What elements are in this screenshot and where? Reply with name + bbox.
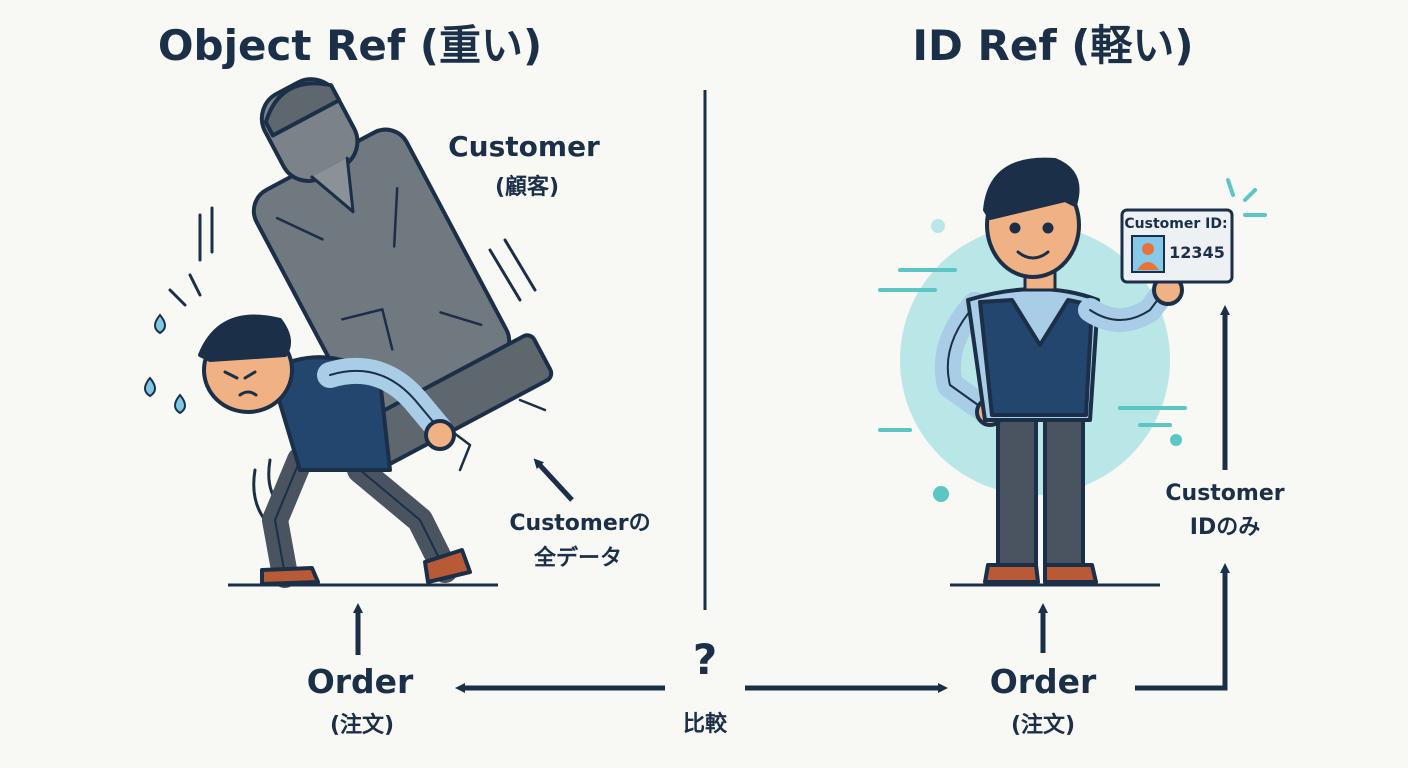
all-data-label-line2: 全データ <box>533 546 623 571</box>
customer-label: Customer <box>448 130 600 163</box>
compare-label: 比較 <box>682 712 728 737</box>
struggling-man <box>198 314 472 588</box>
person-icon <box>1142 243 1154 255</box>
right-order-label: Order <box>989 662 1097 701</box>
order-to-id-arrow <box>1135 563 1230 691</box>
dot <box>931 219 945 233</box>
light-man <box>934 157 1184 584</box>
id-only-label-line1: Customer <box>1165 481 1285 506</box>
left-order-label: Order <box>306 662 414 701</box>
card-value: 12345 <box>1169 243 1225 262</box>
customer-id-card <box>1120 208 1234 284</box>
heavy-statue-illustration <box>251 77 554 472</box>
left-order-sub-label: (注文) <box>329 713 395 738</box>
right-order-sub-label: (注文) <box>1010 713 1076 738</box>
arrow-to-all-data <box>533 458 574 502</box>
speed-lines <box>878 178 1267 432</box>
sweat-drops <box>144 313 186 415</box>
right-title: ID Ref (軽い) <box>912 21 1194 70</box>
dot <box>933 486 949 502</box>
card-label: Customer ID: <box>1124 216 1228 232</box>
id-only-label-line2: IDのみ <box>1189 515 1261 540</box>
question-mark: ? <box>692 635 718 684</box>
customer-sub-label: (顧客) <box>494 175 560 200</box>
left-title: Object Ref (重い) <box>157 21 543 70</box>
dot <box>1170 434 1182 446</box>
all-data-label-line1: Customerの <box>509 511 651 536</box>
